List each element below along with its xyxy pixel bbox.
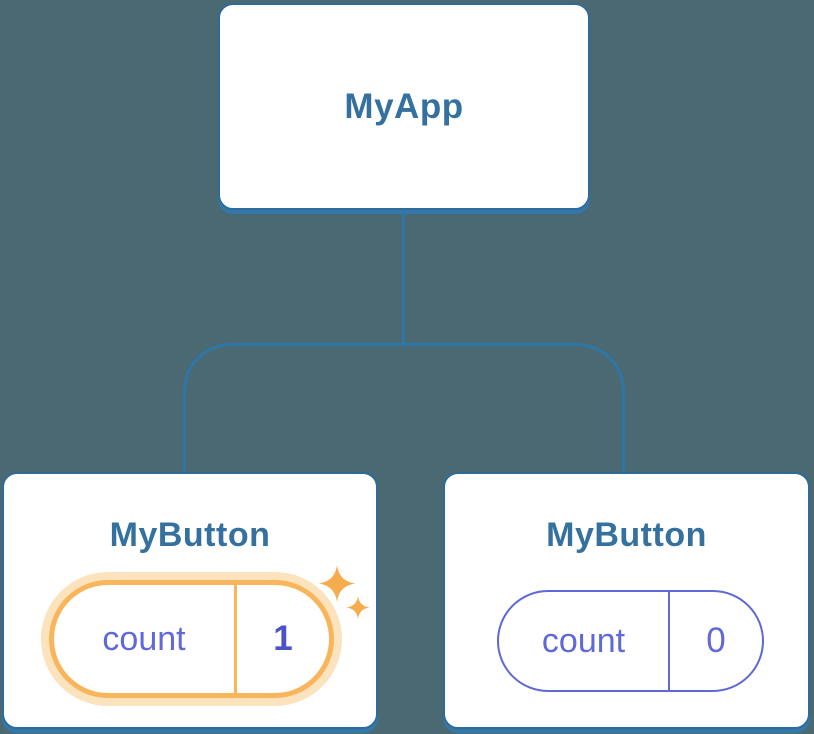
- state-key: count: [541, 621, 626, 660]
- connector-stem: [402, 209, 405, 345]
- node-mybutton-left: MyButton count 1: [2, 472, 378, 729]
- node-mybutton-right: MyButton count 0: [443, 472, 810, 729]
- pill-divider: [234, 585, 237, 693]
- node-myapp: MyApp: [218, 3, 590, 210]
- node-mybutton-left-label: MyButton: [109, 516, 271, 554]
- pill-divider: [668, 592, 670, 690]
- state-key: count: [102, 619, 186, 658]
- node-myapp-label: MyApp: [344, 86, 464, 126]
- node-mybutton-right-label: MyButton: [546, 516, 707, 554]
- state-value: 1: [273, 619, 293, 658]
- connector-branch: [183, 343, 625, 474]
- state-value: 0: [706, 621, 726, 660]
- state-pill-highlighted: count 1: [49, 580, 334, 698]
- state-pill: count 0: [497, 590, 764, 692]
